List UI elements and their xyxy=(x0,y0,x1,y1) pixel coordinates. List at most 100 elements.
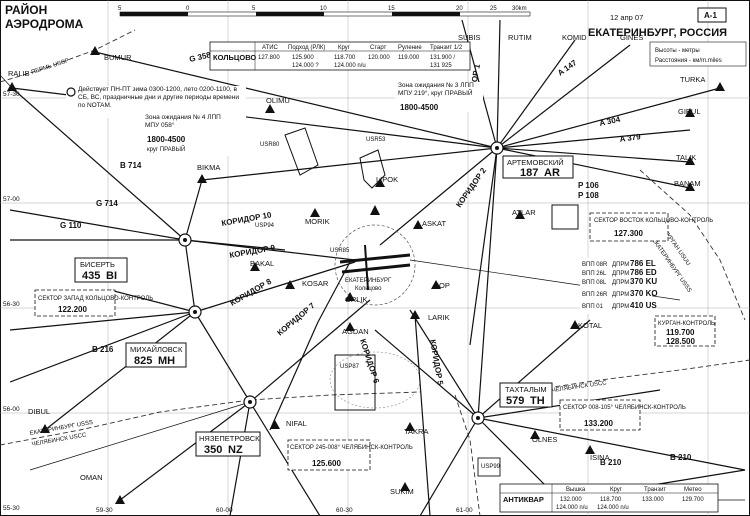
waypoint-label: NIFAL xyxy=(286,419,307,428)
waypoint-icon xyxy=(431,280,441,289)
waypoint-label: TURKA xyxy=(680,75,705,84)
airway-label: P 106 xyxy=(578,181,599,190)
waypoint-label: GINES xyxy=(620,33,643,42)
airway-label: B 714 xyxy=(120,161,142,170)
airway-label: G 110 xyxy=(60,221,82,230)
sector-freq: 125.600 xyxy=(312,459,341,468)
navaid-box-bi[interactable]: БИСЕРТЬ 435 BI xyxy=(74,257,128,283)
lon-label: 60-30 xyxy=(336,507,353,514)
waypoint-icon xyxy=(585,445,595,454)
table-row-label: КОЛЬЦОВО xyxy=(213,53,256,62)
holding-alt: 1800-4500 xyxy=(400,103,439,112)
waypoint-icon xyxy=(515,210,525,219)
table-cell: 131 925 xyxy=(430,63,452,69)
navaid-name: АРТЕМОВСКИЙ xyxy=(507,158,564,167)
holding-turn: круг ПРАВЫЙ xyxy=(147,145,185,153)
navaid-name: НЯЗЕПЕТРОВСК xyxy=(199,434,260,443)
waypoint-icon xyxy=(413,220,423,229)
navaid-name: МИХАЙЛОВСК xyxy=(130,345,183,354)
lat-label: 57-30 xyxy=(3,91,20,98)
waypoint-icon xyxy=(345,292,355,301)
table-header: Руление xyxy=(398,45,422,51)
ils-label: ДПРМ xyxy=(612,271,629,277)
sector-freq: 122.200 xyxy=(58,305,87,314)
waypoint-icon xyxy=(115,495,125,504)
table-header: Транзит xyxy=(644,487,666,493)
ils-value: 786 ED xyxy=(630,268,657,277)
sector-box-kurgan: КУРГАН-КОНТРОЛЬ 119.700 128.500 xyxy=(654,315,716,347)
table-header: Круг xyxy=(610,487,623,493)
navaid-name: ТАХТАЛЫМ xyxy=(505,385,547,394)
table-cell: 129.700 xyxy=(682,497,704,503)
title-line1: РАЙОН xyxy=(5,2,47,17)
scale-label: 5 xyxy=(118,6,122,12)
navaid-symbols xyxy=(178,141,504,425)
navaid-box-th[interactable]: ТАХТАЛЫМ 579 TH xyxy=(499,382,553,408)
ils-rwy: ВПП 01 xyxy=(582,304,604,310)
note-hours: Действует ПН-ПТ зима 0300-1200, лето 020… xyxy=(66,86,246,118)
restricted-label: USP94 xyxy=(255,223,275,229)
table-cell: 125.900 xyxy=(292,55,314,61)
waypoint-icon xyxy=(40,424,50,433)
table-cell: 131.900 / xyxy=(430,55,455,61)
restricted-label: USR85 xyxy=(330,248,350,254)
waypoint-icon xyxy=(270,420,280,429)
navaid-ident: TH xyxy=(530,395,545,407)
ils-label: ДПРМ xyxy=(612,304,629,310)
airport-symbol: ЕКАТЕРИНБУРГ Кольцово xyxy=(334,205,416,306)
note-text: Действует ПН-ПТ зима 0300-1200, лето 020… xyxy=(78,86,239,109)
navaid-box-mh[interactable]: МИХАЙЛОВСК 825 MH xyxy=(125,342,187,368)
table-cell: 124.000 n/u xyxy=(334,63,366,69)
ils-rwy: ВПП 26R xyxy=(582,292,608,298)
lon-label: 61-00 xyxy=(456,507,473,514)
waypoint-icon xyxy=(375,178,385,187)
waypoint-label: RALIB xyxy=(8,69,30,78)
sector-freq: 128.500 xyxy=(666,337,695,346)
navaid-freq: 350 xyxy=(204,444,222,456)
navaid-ident: AR xyxy=(544,167,560,179)
lat-label: 56-00 xyxy=(3,406,20,413)
table-header: Круг xyxy=(338,45,351,51)
chart-city: ЕКАТЕРИНБУРГ, РОССИЯ xyxy=(588,27,727,39)
table-cell: 132.000 xyxy=(560,497,582,503)
ils-rwy: ВПП 26L xyxy=(582,271,607,277)
scale-label: 15 xyxy=(388,6,395,12)
waypoint-icon xyxy=(197,174,207,183)
table-header: Вышка xyxy=(566,487,586,493)
table-header: Метео xyxy=(684,487,702,493)
airway-label: B 210 xyxy=(670,453,692,462)
table-cell: 119.000 xyxy=(398,55,420,61)
sector-name: КУРГАН-КОНТРОЛЬ xyxy=(658,321,715,327)
sector-name: СЕКТОР ЗАПАД КОЛЬЦОВО-КОНТРОЛЬ xyxy=(38,296,153,302)
waypoint-label: ATLAR xyxy=(512,208,536,217)
waypoint-icon xyxy=(310,208,320,217)
ils-list: ВПП 08R ДПРМ 786 EL ВПП 26L ДПРМ 786 ED … xyxy=(580,258,658,314)
waypoint-label: ASKAT xyxy=(422,219,446,228)
table-header: Подход (РЛК) xyxy=(288,45,325,51)
ils-value: 370 KU xyxy=(630,277,657,286)
waypoint-icon xyxy=(7,82,17,91)
navaid-freq: 579 xyxy=(506,395,524,407)
waypoint-label: MORIK xyxy=(305,217,330,226)
sector-box-chel-west: СЕКТОР 245-008° ЧЕЛЯБИНСК-КОНТРОЛЬ 125.6… xyxy=(287,439,413,471)
waypoint-icon xyxy=(685,156,695,165)
sector-name: СЕКТОР 245-008° ЧЕЛЯБИНСК-КОНТРОЛЬ xyxy=(290,445,413,451)
waypoint-label: KOP xyxy=(434,281,450,290)
waypoint-label: DIBUL xyxy=(28,407,50,416)
navaid-box-nz[interactable]: НЯЗЕПЕТРОВСК 350 NZ xyxy=(195,431,261,457)
waypoint-label: ISINA xyxy=(590,453,610,462)
waypoint-label: RUTIM xyxy=(508,33,532,42)
waypoint-label: KOTAL xyxy=(578,321,602,330)
waypoint-label: TALIK xyxy=(676,153,696,162)
table-row-label: АНТИКВАР xyxy=(503,495,544,504)
scale-label: 30km xyxy=(512,6,527,12)
waypoint-icon xyxy=(265,104,275,113)
table-header: Старт xyxy=(370,45,387,51)
waypoint-label: SUKIM xyxy=(390,487,414,496)
waypoint-layer: RALIB BUMUR OLIMU BIKMA MORIK BAKAL KOSA… xyxy=(7,33,725,504)
airway-label: B 210 xyxy=(600,458,622,467)
table-cell: 120.000 xyxy=(368,55,390,61)
navaid-box-ar[interactable]: АРТЕМОВСКИЙ 187 AR xyxy=(502,155,574,179)
airport-name: ЕКАТЕРИНБУРГ xyxy=(345,278,392,284)
